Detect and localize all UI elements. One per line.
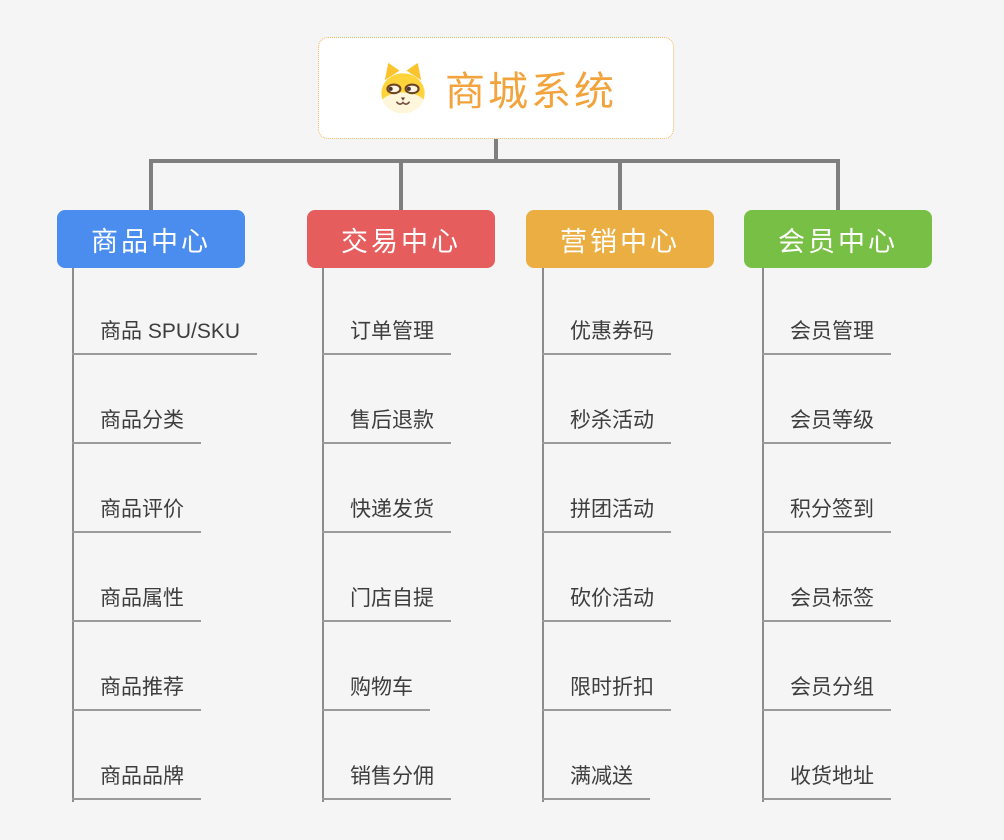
leaf-node[interactable]: 快递发货 <box>322 495 451 533</box>
branch-column-marketing-center: 优惠券码 秒杀活动 拼团活动 砍价活动 限时折扣 满减送 <box>542 0 671 840</box>
branch-node-product-center[interactable]: 商品中心 <box>57 210 245 268</box>
leaf-node[interactable]: 销售分佣 <box>322 762 451 800</box>
branch-column-product-center: 商品 SPU/SKU 商品分类 商品评价 商品属性 商品推荐 商品品牌 <box>72 0 258 840</box>
leaf-node[interactable]: 积分签到 <box>762 495 891 533</box>
leaf-node[interactable]: 商品推荐 <box>72 673 201 711</box>
leaf-node[interactable]: 优惠券码 <box>542 317 671 355</box>
leaf-node[interactable]: 订单管理 <box>322 317 451 355</box>
dog-face-icon <box>381 62 425 114</box>
leaf-node[interactable]: 商品 SPU/SKU <box>72 317 258 355</box>
leaf-node[interactable]: 秒杀活动 <box>542 406 671 444</box>
root-title: 商城系统 <box>445 70 617 114</box>
connector-drop-product <box>149 159 153 212</box>
leaf-node[interactable]: 收货地址 <box>762 762 891 800</box>
leaf-node[interactable]: 会员管理 <box>762 317 891 355</box>
leaf-node[interactable]: 购物车 <box>322 673 430 711</box>
branch-node-marketing-center[interactable]: 营销中心 <box>526 210 714 268</box>
leaf-node[interactable]: 限时折扣 <box>542 673 671 711</box>
branch-column-trade-center: 订单管理 售后退款 快递发货 门店自提 购物车 销售分佣 <box>322 0 451 840</box>
leaf-node[interactable]: 售后退款 <box>322 406 451 444</box>
connector-horizontal-bar <box>149 159 840 163</box>
connector-trunk <box>762 268 764 802</box>
leaf-node[interactable]: 商品属性 <box>72 584 201 622</box>
leaf-node[interactable]: 商品评价 <box>72 495 201 533</box>
connector-drop-marketing <box>618 159 622 212</box>
connector-drop-trade <box>399 159 403 212</box>
leaf-node[interactable]: 门店自提 <box>322 584 451 622</box>
connector-root-stem <box>494 139 498 163</box>
connector-trunk <box>322 268 324 802</box>
connector-trunk <box>542 268 544 802</box>
leaf-node[interactable]: 会员标签 <box>762 584 891 622</box>
leaf-node[interactable]: 拼团活动 <box>542 495 671 533</box>
connector-drop-member <box>836 159 840 212</box>
branch-column-member-center: 会员管理 会员等级 积分签到 会员标签 会员分组 收货地址 <box>762 0 891 840</box>
leaf-node[interactable]: 商品品牌 <box>72 762 201 800</box>
connector-trunk <box>72 268 74 802</box>
branch-node-trade-center[interactable]: 交易中心 <box>307 210 495 268</box>
leaf-node[interactable]: 商品分类 <box>72 406 201 444</box>
branch-node-member-center[interactable]: 会员中心 <box>744 210 932 268</box>
root-node[interactable]: 商城系统 <box>318 37 674 139</box>
leaf-node[interactable]: 砍价活动 <box>542 584 671 622</box>
leaf-node[interactable]: 会员分组 <box>762 673 891 711</box>
leaf-node[interactable]: 会员等级 <box>762 406 891 444</box>
leaf-node[interactable]: 满减送 <box>542 762 650 800</box>
